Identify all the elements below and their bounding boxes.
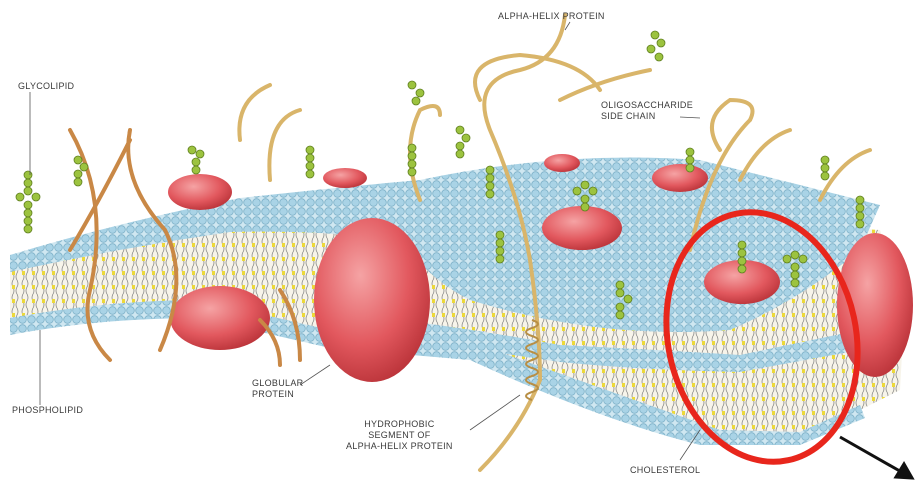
label-phospholipid: PHOSPHOLIPID bbox=[12, 405, 83, 416]
globular-protein-large bbox=[314, 218, 430, 382]
label-oligosaccharide-side-chain: OLIGOSACCHARIDE SIDE CHAIN bbox=[601, 100, 693, 122]
label-hydrophobic-segment: HYDROPHOBIC SEGMENT OF ALPHA-HELIX PROTE… bbox=[346, 419, 453, 452]
globular-protein-back bbox=[652, 164, 708, 192]
label-cholesterol: CHOLESTEROL bbox=[630, 465, 700, 476]
pointer-arrow-icon bbox=[840, 437, 912, 478]
globular-protein-back-left bbox=[323, 168, 367, 188]
label-alpha-helix-protein: ALPHA-HELIX PROTEIN bbox=[498, 11, 605, 22]
label-glycolipid: GLYCOLIPID bbox=[18, 81, 74, 92]
label-globular-protein: GLOBULAR PROTEIN bbox=[252, 378, 303, 400]
globular-protein-top-left bbox=[168, 174, 232, 210]
globular-protein-mid bbox=[542, 206, 622, 250]
globular-protein-left bbox=[170, 286, 270, 350]
globular-protein-back-small bbox=[544, 154, 580, 172]
